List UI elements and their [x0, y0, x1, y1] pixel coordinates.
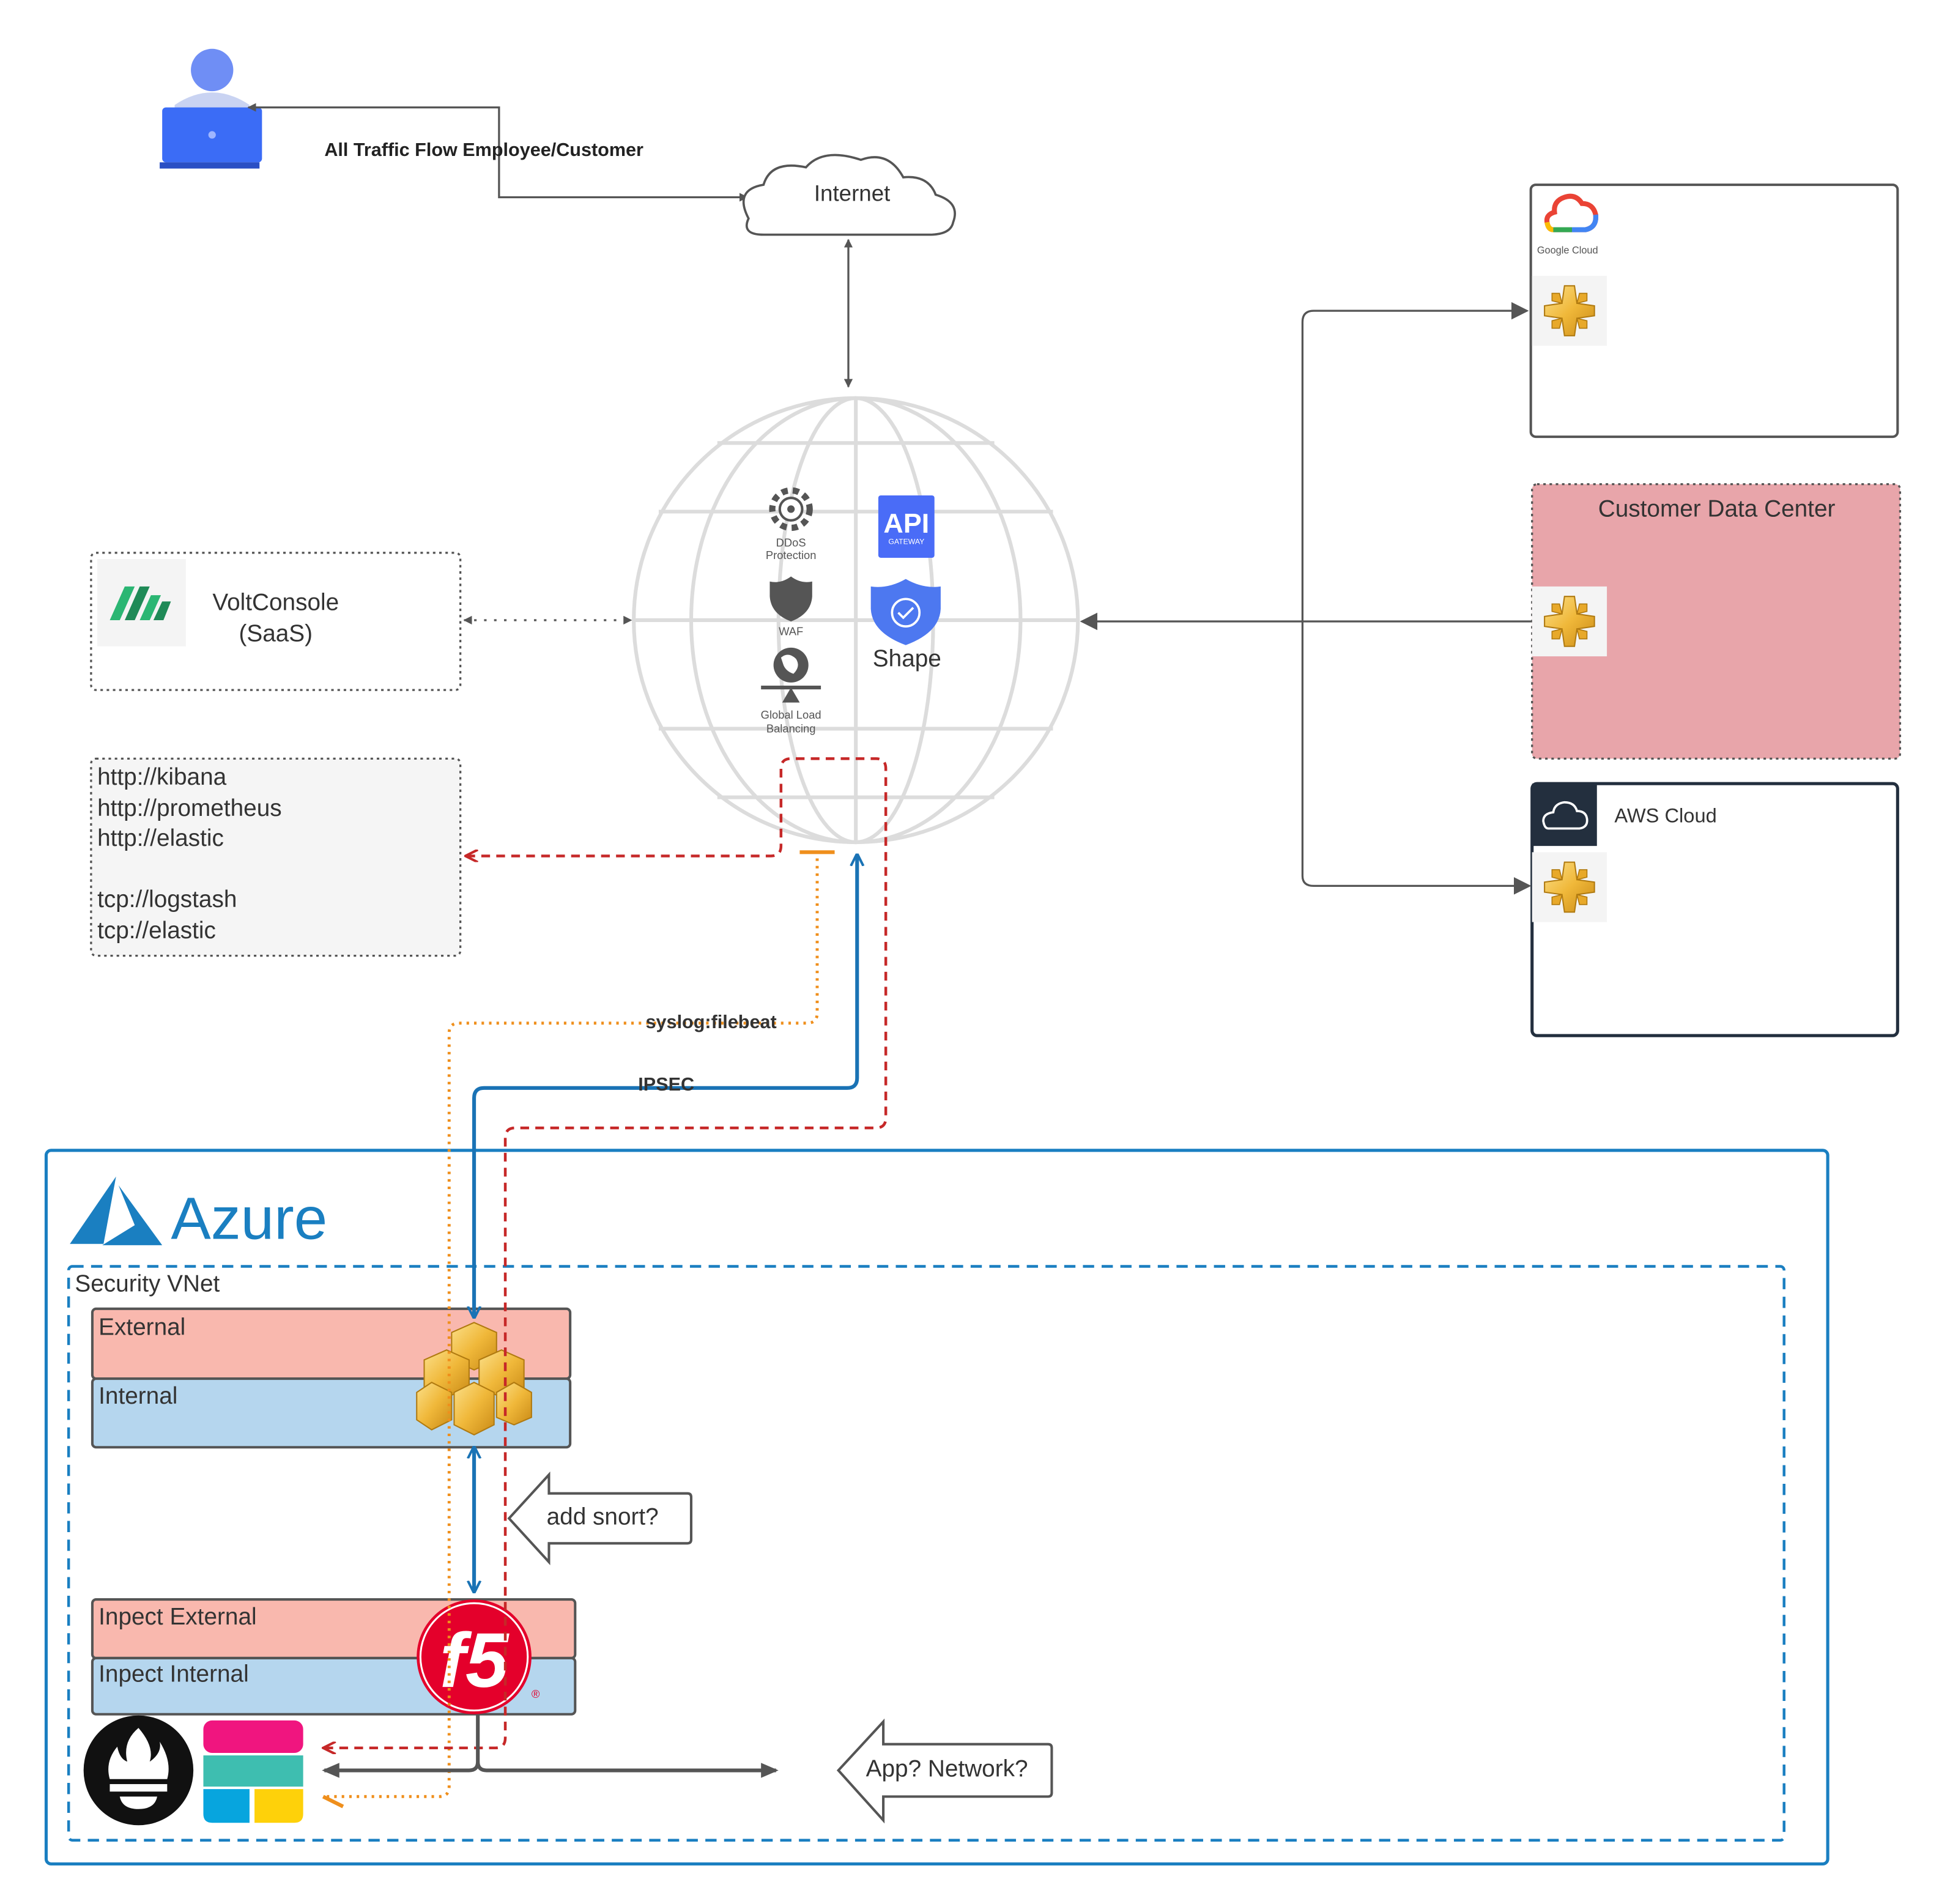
external-label: External	[98, 1314, 185, 1341]
monitoring-flow	[324, 757, 888, 1747]
add-snort-callout	[507, 1471, 693, 1566]
arrowhead-left	[322, 1763, 339, 1778]
google-cloud-box	[1529, 183, 1899, 439]
google-cloud-label: Google Cloud	[1537, 245, 1598, 256]
api-gateway-icon	[878, 495, 935, 558]
google-cloud-icon	[1544, 193, 1599, 232]
endpoint-item: http://elastic	[97, 825, 224, 851]
gold-node-icon	[1531, 275, 1608, 347]
volterra-logo-icon	[97, 559, 186, 646]
endpoints-list: http://kibana http://prometheus http://e…	[97, 764, 282, 944]
prometheus-icon	[83, 1715, 194, 1826]
f5-registered-mark: ®	[532, 1687, 540, 1700]
ddos-gear-icon	[769, 487, 813, 532]
api-gateway-subtext: GATEWAY	[888, 538, 924, 546]
internal-label: Internal	[98, 1383, 177, 1409]
traffic-flow-label: All Traffic Flow Employee/Customer	[324, 139, 643, 160]
aws-cloud-icon	[1542, 801, 1589, 830]
syslog-flow	[327, 858, 819, 1798]
azure-label: Azure	[171, 1185, 327, 1252]
endpoint-item: tcp://elastic	[97, 917, 216, 944]
endpoint-item: tcp://logstash	[97, 886, 237, 913]
waf-label: WAF	[779, 624, 803, 637]
cloud-icon	[742, 154, 956, 236]
api-gateway-text: API	[883, 508, 929, 539]
aws-header-badge	[1532, 783, 1597, 846]
user-laptop-icon	[160, 48, 262, 169]
shape-shield-icon	[870, 579, 941, 645]
arrowhead-right	[761, 1763, 779, 1778]
internet-label: Internet	[814, 181, 890, 206]
aws-cloud-label: AWS Cloud	[1614, 804, 1716, 826]
voltconsole-label-line1: VoltConsole	[212, 590, 339, 616]
globe-scale-icon	[761, 647, 821, 703]
add-snort-label: add snort?	[547, 1504, 659, 1530]
syslog-label: syslog:filebeat	[646, 1012, 777, 1032]
gold-node-icon	[1531, 851, 1608, 923]
waf-shield-icon	[769, 576, 812, 621]
glb-label-line2: Balancing	[766, 722, 816, 735]
elastic-icon	[203, 1720, 303, 1823]
syslog-elastic-dash	[322, 1795, 344, 1809]
endpoint-item: http://prometheus	[97, 795, 282, 821]
gold-node-icon	[1531, 585, 1608, 658]
globe-icon	[632, 396, 1080, 845]
inspect-external-label: Inpect External	[98, 1604, 256, 1630]
endpoint-item: http://kibana	[97, 764, 227, 790]
cloud-connectors	[1080, 302, 1532, 895]
app-network-callout	[836, 1718, 1053, 1824]
ddos-label-line1: DDoS	[776, 536, 806, 549]
ipsec-label: IPSEC	[638, 1074, 694, 1095]
inspect-internal-label: Inpect Internal	[98, 1661, 249, 1687]
app-network-label: App? Network?	[866, 1756, 1028, 1782]
security-vnet-label: Security VNet	[75, 1270, 220, 1297]
ddos-label-line2: Protection	[766, 549, 817, 561]
customer-dc-label: Customer Data Center	[1598, 496, 1836, 522]
f5-downstream-links	[324, 1714, 776, 1772]
voltconsole-label-line2: (SaaS)	[239, 621, 313, 647]
shape-label: Shape	[873, 645, 941, 672]
glb-label-line1: Global Load	[761, 708, 821, 721]
traffic-flow-arrow	[247, 103, 749, 202]
